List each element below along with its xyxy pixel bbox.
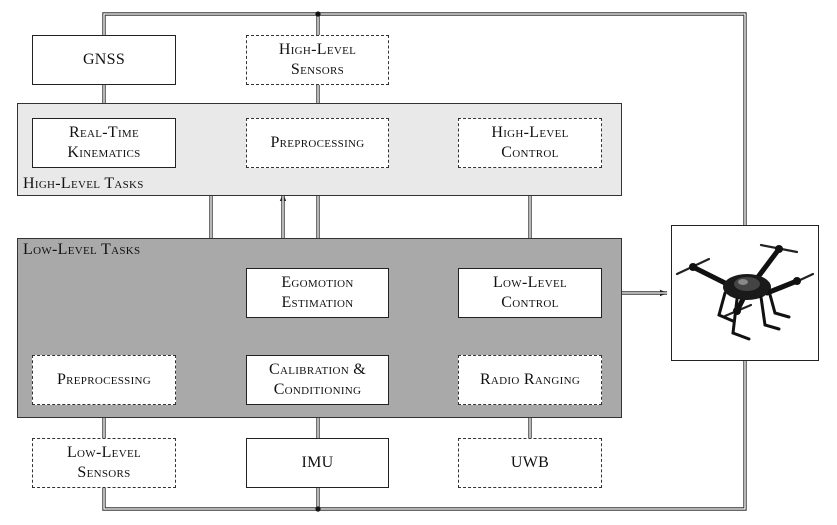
preprocessing-high-box: Preprocessing bbox=[246, 118, 389, 168]
high-level-sensors-label-line2: Sensors bbox=[290, 61, 345, 78]
low-level-sensors-label-line2: Sensors bbox=[77, 464, 131, 481]
imu-box: IMU bbox=[246, 438, 389, 488]
low-level-control-label-line2: Control bbox=[501, 294, 559, 311]
uwb-label: UWB bbox=[510, 454, 550, 471]
radio-ranging-label: Radio Ranging bbox=[479, 371, 581, 388]
uwb-box: UWB bbox=[458, 438, 602, 488]
bus-bottom bbox=[102, 361, 747, 511]
preprocessing-low-label: Preprocessing bbox=[56, 371, 152, 388]
preprocessing-high-label: Preprocessing bbox=[270, 134, 365, 151]
egomotion-estimation-label-line1: Egomotion bbox=[281, 274, 354, 291]
junction-top bbox=[315, 11, 321, 17]
calibration-conditioning-label-line2: Conditioning bbox=[273, 381, 362, 398]
radio-ranging-box: Radio Ranging bbox=[458, 355, 602, 405]
high-level-sensors-box: High-Level Sensors bbox=[246, 35, 389, 85]
quadcopter-drone-icon bbox=[675, 243, 815, 341]
gnss-box: GNSS bbox=[32, 35, 176, 85]
preprocessing-low-box: Preprocessing bbox=[32, 355, 176, 405]
low-level-tasks-label: Low-Level Tasks bbox=[23, 241, 141, 258]
low-level-sensors-label-line1: Low-Level bbox=[66, 444, 141, 461]
low-level-sensors-box: Low-Level Sensors bbox=[32, 438, 176, 488]
low-level-control-label-line1: Low-Level bbox=[492, 274, 567, 291]
real-time-kinematics-label-line2: Kinematics bbox=[67, 144, 141, 161]
imu-label: IMU bbox=[301, 454, 334, 471]
high-level-tasks-label: High-Level Tasks bbox=[23, 175, 144, 192]
gnss-label: GNSS bbox=[82, 51, 126, 68]
calibration-conditioning-box: Calibration & Conditioning bbox=[246, 355, 389, 405]
egomotion-estimation-label-line2: Estimation bbox=[281, 294, 354, 311]
real-time-kinematics-label-line1: Real-Time bbox=[68, 124, 140, 141]
egomotion-estimation-box: Egomotion Estimation bbox=[246, 268, 389, 318]
high-level-control-box: High-Level Control bbox=[458, 118, 602, 168]
calibration-conditioning-label-line1: Calibration & bbox=[268, 361, 366, 378]
high-level-control-label-line2: Control bbox=[501, 144, 559, 161]
high-level-sensors-label-line1: High-Level bbox=[278, 41, 357, 58]
drone-image-box bbox=[671, 225, 819, 361]
junction-bottom bbox=[315, 506, 321, 512]
bus-top bbox=[102, 12, 747, 225]
low-level-control-box: Low-Level Control bbox=[458, 268, 602, 318]
real-time-kinematics-box: Real-Time Kinematics bbox=[32, 118, 176, 168]
high-level-control-label-line1: High-Level bbox=[491, 124, 569, 141]
